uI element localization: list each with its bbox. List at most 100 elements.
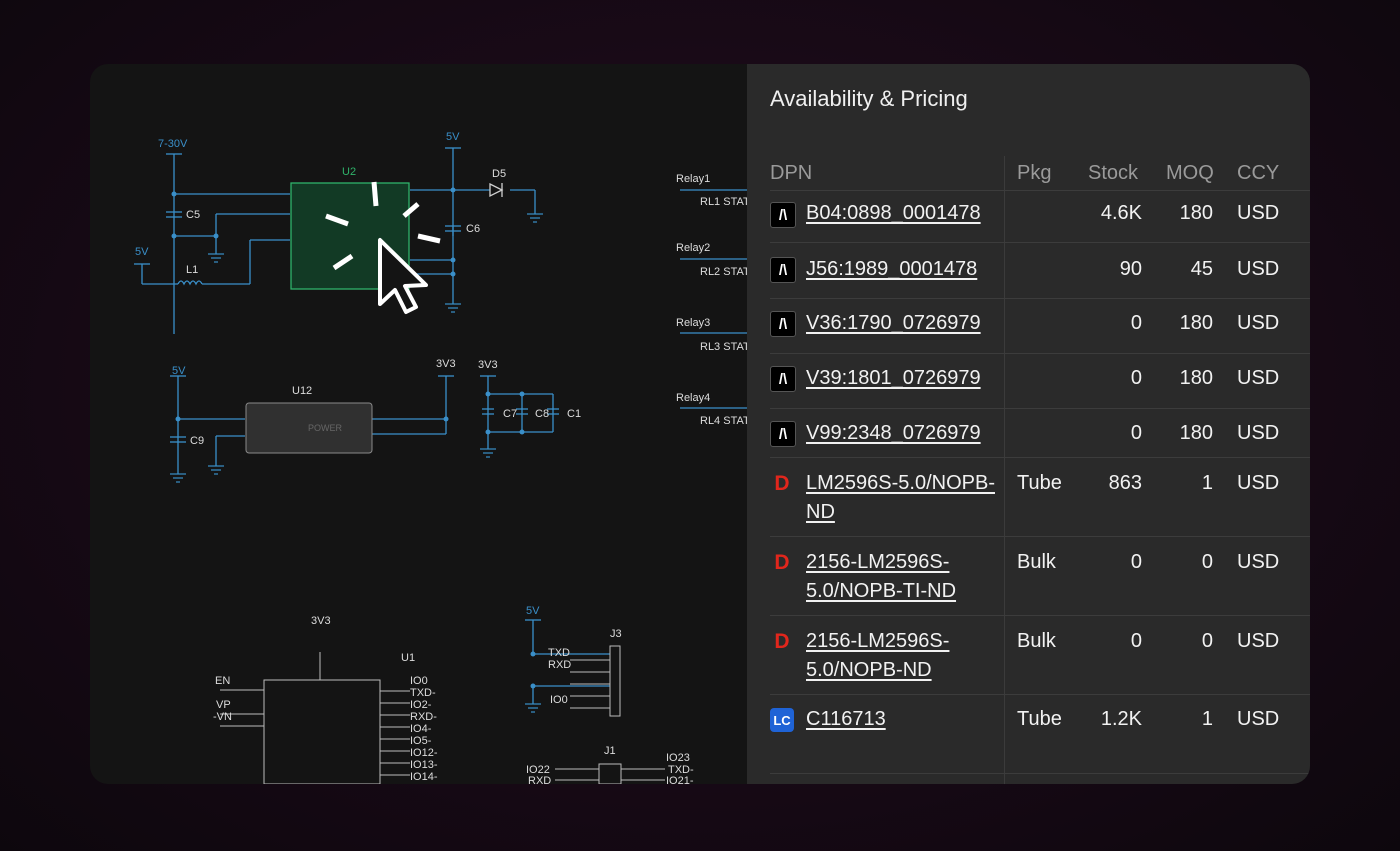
pin-label-io0: IO0 <box>410 675 428 687</box>
table-row[interactable]: D LM2596S-5.0/NOPB-ND Tube 863 1 USD <box>770 458 1310 537</box>
currency-cell: USD <box>1237 422 1280 444</box>
rl2-stat-label: RL2 STAT <box>700 266 750 278</box>
designator-c9: C9 <box>190 435 204 447</box>
dpn-link[interactable]: 2156-LM2596S-5.0/NOPB-TI-ND <box>806 551 957 602</box>
dpn-link[interactable]: V36:1790_0726979 <box>806 312 981 334</box>
rl3-stat-label: RL3 STAT <box>700 341 750 353</box>
dpn-link[interactable]: V39:1801_0726979 <box>806 367 981 389</box>
table-row[interactable]: D 2156-LM2596S-5.0/NOPB-ND Bulk 0 0 USD <box>770 616 1310 695</box>
digikey-logo-icon: D <box>774 472 790 495</box>
mouser-logo-icon: /\ <box>770 366 796 392</box>
table-row[interactable]: /\ V99:2348_0726979 0 180 USD <box>770 409 1310 458</box>
rl4-stat-label: RL4 STAT <box>700 415 750 427</box>
designator-j3: J3 <box>610 628 622 640</box>
package-cell: Tube <box>1017 472 1062 494</box>
currency-cell: USD <box>1237 551 1280 573</box>
table-row[interactable]: D 2156-LM2596S-5.0/NOPB-TI-ND Bulk 0 0 U… <box>770 537 1310 616</box>
stock-cell: 4.6K <box>1100 202 1142 224</box>
relay1-label: Relay1 <box>676 173 710 185</box>
mouser-logo-icon: /\ <box>770 257 796 283</box>
moq-cell: 180 <box>1179 202 1213 224</box>
pin-label-io0-j3: IO0 <box>550 694 568 706</box>
net-label-7-30v: 7-30V <box>158 138 188 150</box>
dpn-link[interactable]: LM2596S-5.0/NOPB-ND <box>806 472 995 523</box>
net-label-3v3-a: 3V3 <box>436 358 456 370</box>
moq-cell: 180 <box>1179 312 1213 334</box>
stock-cell: 0 <box>1130 551 1142 573</box>
designator-c6: C6 <box>466 223 480 235</box>
dpn-link[interactable]: J56:1989_0001478 <box>806 258 978 280</box>
rl1-stat-label: RL1 STAT <box>700 196 750 208</box>
moq-cell: 1 <box>1201 472 1213 494</box>
mouser-logo-icon: /\ <box>770 421 796 447</box>
dpn-link[interactable]: 2156-LM2596S-5.0/NOPB-ND <box>806 630 950 681</box>
pin-label-txd-j1: TXD- <box>668 764 694 776</box>
pin-label-vn: -VN <box>213 711 232 723</box>
package-cell: Bulk <box>1017 630 1056 652</box>
designator-u12: U12 <box>292 385 312 397</box>
relay3-label: Relay3 <box>676 317 710 329</box>
dpn-link[interactable]: B04:0898_0001478 <box>806 202 981 224</box>
net-label-5v-j3: 5V <box>526 605 540 617</box>
mouser-logo-icon: /\ <box>770 311 796 337</box>
pin-label-io5: IO5- <box>410 735 432 747</box>
pin-label-txd-j3: TXD <box>548 647 570 659</box>
pin-label-txd: TXD- <box>410 687 436 699</box>
schematic-canvas[interactable]: 7-30V 5V 5V 5V 5V U2 POWER D5 C5 C6 L1 R… <box>90 64 770 784</box>
stock-cell: 1.2K <box>1100 708 1142 730</box>
designator-c5: C5 <box>186 209 200 221</box>
stock-cell: 0 <box>1130 630 1142 652</box>
pin-label-io13: IO13- <box>410 759 438 771</box>
digikey-logo-icon: D <box>774 630 790 653</box>
pin-label-io14: IO14- <box>410 771 438 783</box>
table-row[interactable]: LC C116713 Tube 1.2K 1 USD <box>770 695 1310 774</box>
table-header-row: DPN Pkg Stock MOQ CCY <box>770 156 1310 191</box>
package-cell: Bulk <box>1017 551 1056 573</box>
column-header-dpn[interactable]: DPN <box>770 162 813 184</box>
moq-cell: 180 <box>1179 367 1213 389</box>
pin-label-vp: VP <box>216 699 231 711</box>
dpn-link[interactable]: V99:2348_0726979 <box>806 422 981 444</box>
moq-cell: 180 <box>1179 422 1213 444</box>
currency-cell: USD <box>1237 258 1280 280</box>
moq-cell: 1 <box>1201 708 1213 730</box>
moq-cell: 45 <box>1190 258 1213 280</box>
pin-label-rxd-j1: RXD <box>528 775 551 784</box>
currency-cell: USD <box>1237 472 1280 494</box>
digikey-logo-icon: D <box>774 551 790 574</box>
designator-l1: L1 <box>186 264 198 276</box>
moq-cell: 0 <box>1201 630 1213 652</box>
column-header-pkg[interactable]: Pkg <box>1017 162 1052 184</box>
table-row[interactable]: /\ V39:1801_0726979 0 180 USD <box>770 354 1310 409</box>
net-label-5v-u12: 5V <box>172 365 186 377</box>
net-label-5v-top: 5V <box>446 131 460 143</box>
column-divider <box>1004 156 1005 784</box>
click-burst-icon <box>325 181 441 271</box>
column-header-stock[interactable]: Stock <box>1088 162 1139 184</box>
stock-cell: 90 <box>1119 258 1142 280</box>
currency-cell: USD <box>1237 202 1280 224</box>
table-row[interactable]: /\ B04:0898_0001478 4.6K 180 USD <box>770 190 1310 243</box>
mouser-logo-icon: /\ <box>770 202 796 228</box>
table-row[interactable]: /\ V36:1790_0726979 0 180 USD <box>770 299 1310 354</box>
availability-pricing-panel: Availability & Pricing DPN Pkg Stock MOQ… <box>747 64 1310 784</box>
stock-cell: 0 <box>1130 422 1142 444</box>
pin-label-io2: IO2- <box>410 699 432 711</box>
stock-cell: 0 <box>1130 312 1142 334</box>
mouse-cursor-icon <box>378 238 428 314</box>
pin-label-io23: IO23 <box>666 752 690 764</box>
lcsc-logo-icon: LC <box>770 708 794 732</box>
pin-label-io21: IO21- <box>666 775 694 784</box>
pin-label-io4: IO4- <box>410 723 432 735</box>
column-header-ccy[interactable]: CCY <box>1237 162 1280 184</box>
stock-cell: 863 <box>1108 472 1142 494</box>
designator-d5: D5 <box>492 168 506 180</box>
moq-cell: 0 <box>1201 551 1213 573</box>
relay4-label: Relay4 <box>676 392 710 404</box>
dpn-link[interactable]: C116713 <box>806 708 886 730</box>
designator-c1: C1 <box>567 408 581 420</box>
currency-cell: USD <box>1237 708 1280 730</box>
table-row[interactable]: /\ J56:1989_0001478 90 45 USD <box>770 243 1310 299</box>
column-header-moq[interactable]: MOQ <box>1166 162 1214 184</box>
stock-cell: 0 <box>1130 367 1142 389</box>
